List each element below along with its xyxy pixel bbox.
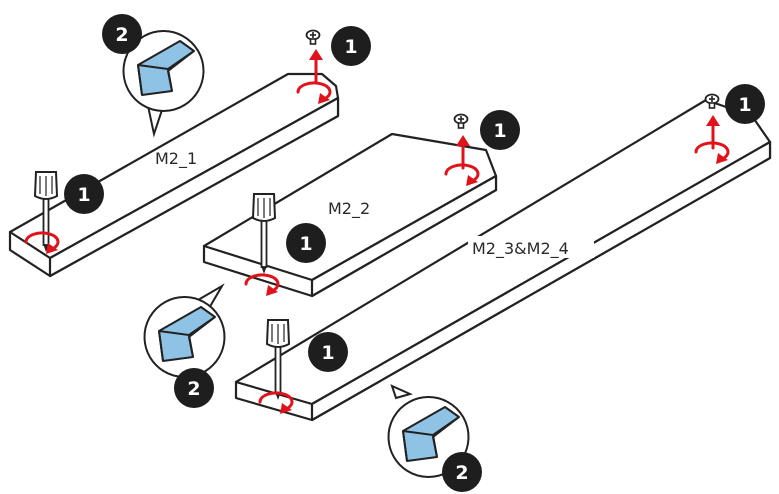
label-m2-3-4: M2_3&M2_4 xyxy=(472,239,569,259)
svg-text:2: 2 xyxy=(455,462,468,484)
board-m2-1 xyxy=(8,72,340,278)
label-bg xyxy=(468,236,594,258)
svg-text:1: 1 xyxy=(493,120,506,142)
step-badge-1-e: 1 xyxy=(725,84,765,124)
svg-text:1: 1 xyxy=(321,342,334,364)
step-badge-1-d: 1 xyxy=(286,223,326,263)
svg-text:1: 1 xyxy=(299,233,312,255)
step-badge-1-a: 1 xyxy=(331,26,371,66)
label-m2-1: M2_1 xyxy=(155,149,197,169)
svg-text:1: 1 xyxy=(738,94,751,116)
step-badge-1-c: 1 xyxy=(480,110,520,150)
screw-icon-2 xyxy=(453,113,469,129)
label-m2-2: M2_2 xyxy=(328,199,370,219)
step-badge-1-f: 1 xyxy=(308,332,348,372)
svg-text:1: 1 xyxy=(77,184,90,206)
pad-zoom-2 xyxy=(143,283,226,378)
board-m2-2 xyxy=(202,132,498,298)
svg-text:2: 2 xyxy=(115,24,128,46)
pad-zoom-1 xyxy=(122,30,205,138)
step-badge-2-a: 2 xyxy=(102,14,142,54)
pad-zoom-3 xyxy=(387,384,470,478)
svg-text:1: 1 xyxy=(344,36,357,58)
step-badge-2-c: 2 xyxy=(442,452,482,492)
step-badge-1-b: 1 xyxy=(64,174,104,214)
step-badge-2-b: 2 xyxy=(174,368,214,408)
screw-icon-1 xyxy=(305,29,321,45)
svg-text:2: 2 xyxy=(187,378,200,400)
